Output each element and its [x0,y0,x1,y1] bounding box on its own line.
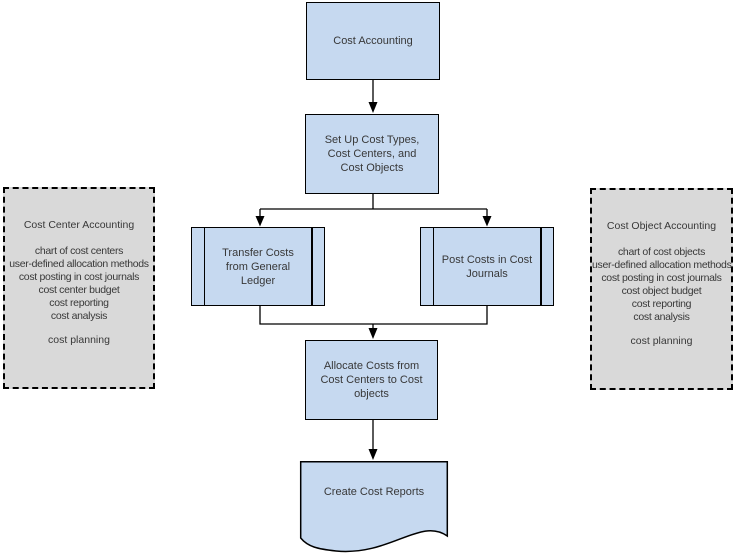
arrowhead-transfer [255,216,265,227]
panel-item: cost posting in cost journals [18,271,140,283]
panel-item: cost reporting [631,298,692,310]
panel-item-list: chart of cost objects user-defined alloc… [592,246,732,324]
node-post-costs: Post Costs in Cost Journals [420,227,554,306]
panel-title: Cost Object Accounting [606,220,717,232]
predefined-process-bar-left [432,228,434,305]
node-cost-accounting: Cost Accounting [306,2,440,80]
node-setup-cost-types: Set Up Cost Types, Cost Centers, and Cos… [305,114,439,194]
panel-item: cost reporting [49,297,109,309]
panel-item: user-defined allocation methods [9,258,149,270]
panel-footer-item: cost planning [48,334,110,346]
arrowhead-allocate [368,328,378,339]
panel-item: chart of cost objects [617,246,706,258]
node-allocate-costs-label: Allocate Costs from Cost Centers to Cost… [320,360,423,400]
node-setup-cost-types-label: Set Up Cost Types, Cost Centers, and Cos… [324,134,420,174]
node-post-costs-label: Post Costs in Cost Journals [441,253,533,280]
arrowhead-post [482,216,492,227]
node-transfer-costs-label: Transfer Costs from General Ledger [222,246,294,287]
panel-item: cost center budget [38,284,120,296]
panel-title: Cost Center Accounting [23,219,135,231]
node-cost-accounting-label: Cost Accounting [333,35,413,47]
panel-item: cost object budget [621,285,702,297]
node-allocate-costs: Allocate Costs from Cost Centers to Cost… [305,340,438,420]
panel-cost-center-accounting: Cost Center Accounting chart of cost cen… [3,187,155,389]
node-transfer-costs: Transfer Costs from General Ledger [191,227,325,306]
edge-merge [259,306,488,325]
arrowhead-setup [368,102,378,113]
panel-item: cost analysis [50,310,108,322]
panel-item-list: chart of cost centers user-defined alloc… [5,245,153,323]
arrowhead-reports [368,449,378,460]
predefined-process-bar-left [203,228,205,305]
panel-item: chart of cost centers [34,245,124,257]
node-create-cost-reports-shape [299,460,449,553]
predefined-process-bar-right [311,228,313,305]
panel-footer-item: cost planning [630,335,693,347]
panel-item: cost analysis [633,311,690,323]
panel-cost-object-accounting: Cost Object Accounting chart of cost obj… [590,188,733,390]
panel-item: user-defined allocation methods [592,259,732,271]
node-create-cost-reports-label: Create Cost Reports [323,486,425,498]
panel-item: cost posting in cost journals [601,272,722,284]
predefined-process-bar-right [540,228,542,305]
